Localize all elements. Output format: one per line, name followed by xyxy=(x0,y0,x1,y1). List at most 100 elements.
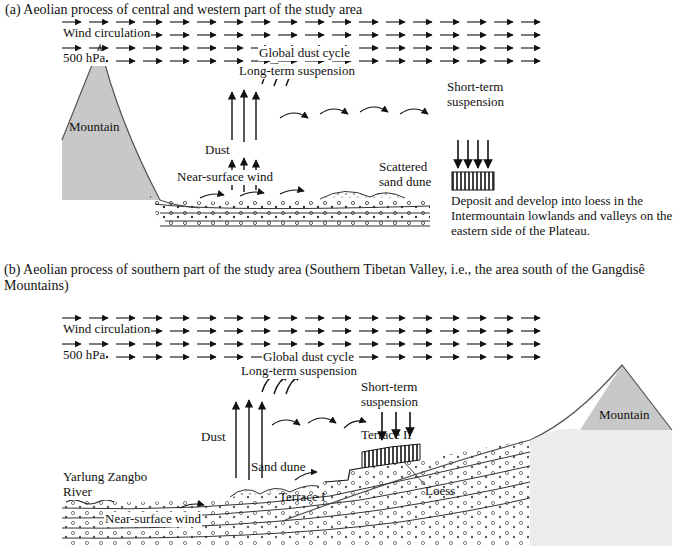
wind-arrow xyxy=(278,34,297,35)
ground-a xyxy=(150,191,430,226)
wind-arrow xyxy=(467,47,486,48)
wind-arrow xyxy=(278,343,297,344)
annotation-label: Scattered sand dune xyxy=(378,160,444,190)
wind-arrow xyxy=(305,34,324,35)
wind-arrow xyxy=(521,356,540,357)
wind-arrow xyxy=(413,356,432,357)
wind-arrow xyxy=(170,343,189,344)
wind-arrow xyxy=(224,343,243,344)
wind-arrow xyxy=(89,317,108,318)
wind-arrow xyxy=(116,343,135,344)
wind-arrow xyxy=(251,343,270,344)
wind-arrow xyxy=(521,317,540,318)
wind-arrow xyxy=(521,47,540,48)
annotation-label: Yarlung Zangbo River xyxy=(62,470,164,500)
wind-arrow xyxy=(440,356,459,357)
wind-arrow xyxy=(359,317,378,318)
wind-arrow xyxy=(413,343,432,344)
wind-arrow xyxy=(170,60,189,61)
wind-arrow xyxy=(143,60,162,61)
wind-arrow xyxy=(359,343,378,344)
wind-arrow xyxy=(224,21,243,22)
annotation-label: Terrace I xyxy=(278,490,326,505)
wind-arrow xyxy=(305,21,324,22)
annotation-label: Dust xyxy=(200,430,227,445)
wind-arrow xyxy=(386,34,405,35)
wind-arrow xyxy=(62,317,81,318)
wind-arrow xyxy=(386,47,405,48)
wind-arrow xyxy=(170,47,189,48)
wind-arrow xyxy=(359,60,378,61)
annotation-label: Deposit and develop into loess in the In… xyxy=(450,194,680,239)
wind-arrow xyxy=(359,47,378,48)
wind-arrow xyxy=(413,34,432,35)
wind-arrow xyxy=(359,34,378,35)
wind-arrow xyxy=(143,317,162,318)
wind-arrow xyxy=(521,330,540,331)
annotation-label: Mountain xyxy=(598,408,651,423)
wind-arrow xyxy=(170,34,189,35)
short-term-arrows-a xyxy=(280,107,428,118)
wind-arrow xyxy=(494,60,513,61)
wind-arrow xyxy=(224,330,243,331)
wind-arrow xyxy=(197,21,216,22)
wind-arrow xyxy=(494,343,513,344)
wind-arrow xyxy=(413,60,432,61)
wind-arrow xyxy=(521,343,540,344)
wind-arrow xyxy=(494,47,513,48)
wind-arrow xyxy=(440,34,459,35)
wind-arrow xyxy=(467,343,486,344)
annotation-label: Dust xyxy=(204,143,231,158)
wind-arrow xyxy=(197,60,216,61)
annotation-label: Short-term suspension xyxy=(446,80,522,110)
wind-arrow xyxy=(332,343,351,344)
wind-arrow xyxy=(467,21,486,22)
annotation-label: Sand dune xyxy=(250,460,307,475)
wind-arrow xyxy=(413,330,432,331)
wind-arrow xyxy=(62,21,81,22)
wind-arrow xyxy=(143,47,162,48)
wind-arrow xyxy=(116,60,135,61)
wind-arrow xyxy=(386,330,405,331)
wind-arrow xyxy=(143,343,162,344)
wind-arrow xyxy=(197,47,216,48)
panel-heading: (b) Aeolian process of southern part of … xyxy=(3,262,681,294)
wind-arrow xyxy=(332,330,351,331)
wind-arrow xyxy=(89,47,108,48)
wind-arrow xyxy=(386,356,405,357)
annotation-label: Near-surface wind xyxy=(176,170,274,185)
wind-arrow xyxy=(170,317,189,318)
wind-arrow xyxy=(494,330,513,331)
wind-arrow xyxy=(413,21,432,22)
wind-arrow xyxy=(116,47,135,48)
wind-arrow xyxy=(359,21,378,22)
wind-arrow xyxy=(197,356,216,357)
annotation-label: Terrace II xyxy=(360,428,413,443)
wind-arrow xyxy=(440,60,459,61)
wind-arrow xyxy=(143,21,162,22)
wind-circulation-arrows xyxy=(62,22,540,357)
annotation-label: 500 hPa xyxy=(62,51,106,66)
wind-arrow xyxy=(278,21,297,22)
wind-arrow xyxy=(386,317,405,318)
wind-arrow xyxy=(89,21,108,22)
wind-arrow xyxy=(359,356,378,357)
wind-arrow xyxy=(224,356,243,357)
wind-arrow xyxy=(170,330,189,331)
wind-arrow xyxy=(224,317,243,318)
wind-arrow xyxy=(224,34,243,35)
wind-arrow xyxy=(467,34,486,35)
annotation-label: Long-term suspension xyxy=(238,64,356,79)
wind-arrow xyxy=(467,317,486,318)
wind-arrow xyxy=(494,34,513,35)
wind-arrow xyxy=(440,317,459,318)
annotation-label: Short-term suspension xyxy=(360,380,440,410)
wind-arrow xyxy=(251,34,270,35)
wind-arrow xyxy=(386,343,405,344)
wind-arrow xyxy=(116,317,135,318)
wind-arrow xyxy=(413,317,432,318)
wind-arrow xyxy=(251,317,270,318)
wind-arrow xyxy=(305,317,324,318)
wind-arrow xyxy=(332,21,351,22)
annotation-label: Global dust cycle xyxy=(258,46,351,61)
